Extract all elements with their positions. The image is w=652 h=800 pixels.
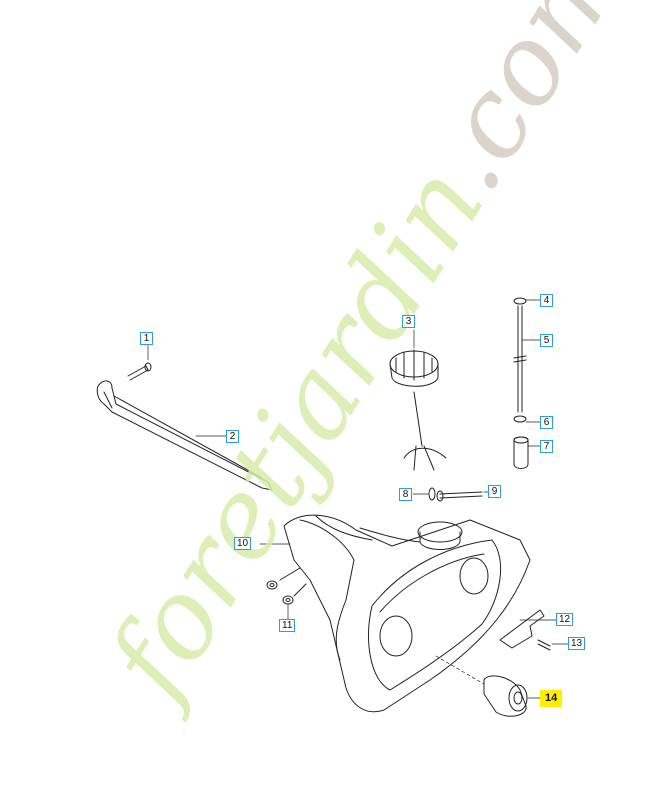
callout-9[interactable]: 9 (488, 485, 501, 498)
callout-5[interactable]: 5 (540, 334, 553, 347)
callout-13[interactable]: 13 (568, 637, 586, 650)
part-1-screw (127, 343, 152, 381)
part-2-guard (96, 380, 273, 491)
callout-7[interactable]: 7 (540, 440, 553, 453)
part-10-fuel-tank (259, 514, 531, 713)
callout-10[interactable]: 10 (234, 537, 252, 550)
callout-2[interactable]: 2 (226, 430, 239, 443)
part-8-9-screw (412, 487, 489, 502)
callout-1[interactable]: 1 (140, 332, 153, 345)
part-14-bushing (435, 655, 541, 717)
part-3-fuel-cap (389, 329, 447, 471)
callout-11[interactable]: 11 (279, 619, 296, 632)
callout-3[interactable]: 3 (402, 315, 415, 328)
callout-6[interactable]: 6 (540, 416, 553, 429)
part-11-washers (266, 567, 307, 621)
callout-8[interactable]: 8 (399, 488, 412, 501)
callout-4[interactable]: 4 (540, 294, 553, 307)
callout-14[interactable]: 14 (540, 690, 563, 707)
part-12-13-bracket (499, 609, 569, 651)
part-4-7-pickup (513, 297, 541, 469)
callout-12[interactable]: 12 (556, 613, 574, 626)
